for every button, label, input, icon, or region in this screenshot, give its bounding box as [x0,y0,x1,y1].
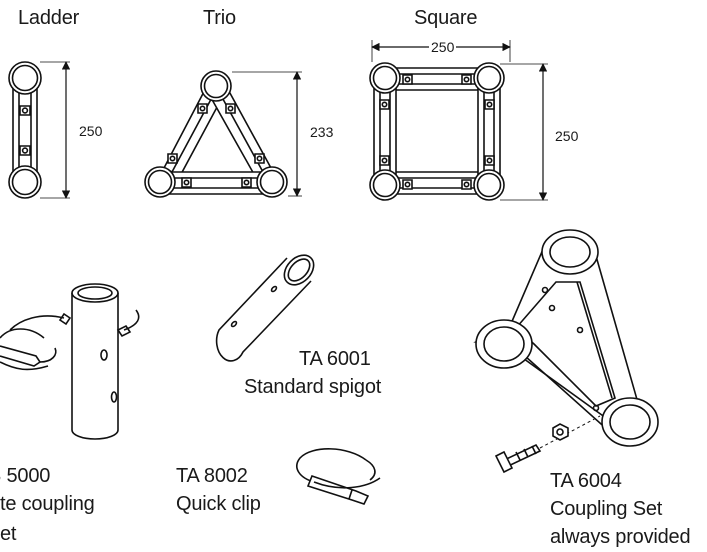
square-width-label: 250 [429,39,457,55]
spigot [217,249,320,360]
coupling-set-desc-2: always provided [550,526,691,548]
trio-heading: Trio [203,7,236,29]
coupling-set-bolt [496,416,600,472]
trio-cross-section [145,71,287,197]
quick-clip-desc: Quick clip [176,493,261,515]
spigot-code: TA 6001 [299,348,371,370]
quick-clip [297,449,380,504]
ladder-heading: Ladder [18,7,80,29]
trio-height-label: 233 [308,124,336,140]
coupling-set-desc: Coupling Set [550,498,663,520]
spigot-desc: Standard spigot [244,376,382,398]
square-height-dimension [500,63,548,201]
square-heading: Square [414,7,478,29]
coupling-set-code: TA 6004 [550,470,622,492]
ladder-cross-section [9,62,41,198]
coupling-clip [0,310,139,369]
trio-height-dimension [232,71,302,197]
ladder-height-label: 250 [77,123,105,139]
ladder-height-dimension [40,61,71,199]
coupling-desc-2: et [0,523,17,545]
quick-clip-code: TA 8002 [176,465,248,487]
coupling-set-connector [476,230,658,446]
coupling-tube [60,284,130,439]
coupling-set-nut [553,424,568,440]
square-height-label: 250 [553,128,581,144]
coupling-desc: te coupling [0,493,95,515]
square-cross-section [370,63,504,200]
coupling-code: B 5000 [0,465,51,487]
